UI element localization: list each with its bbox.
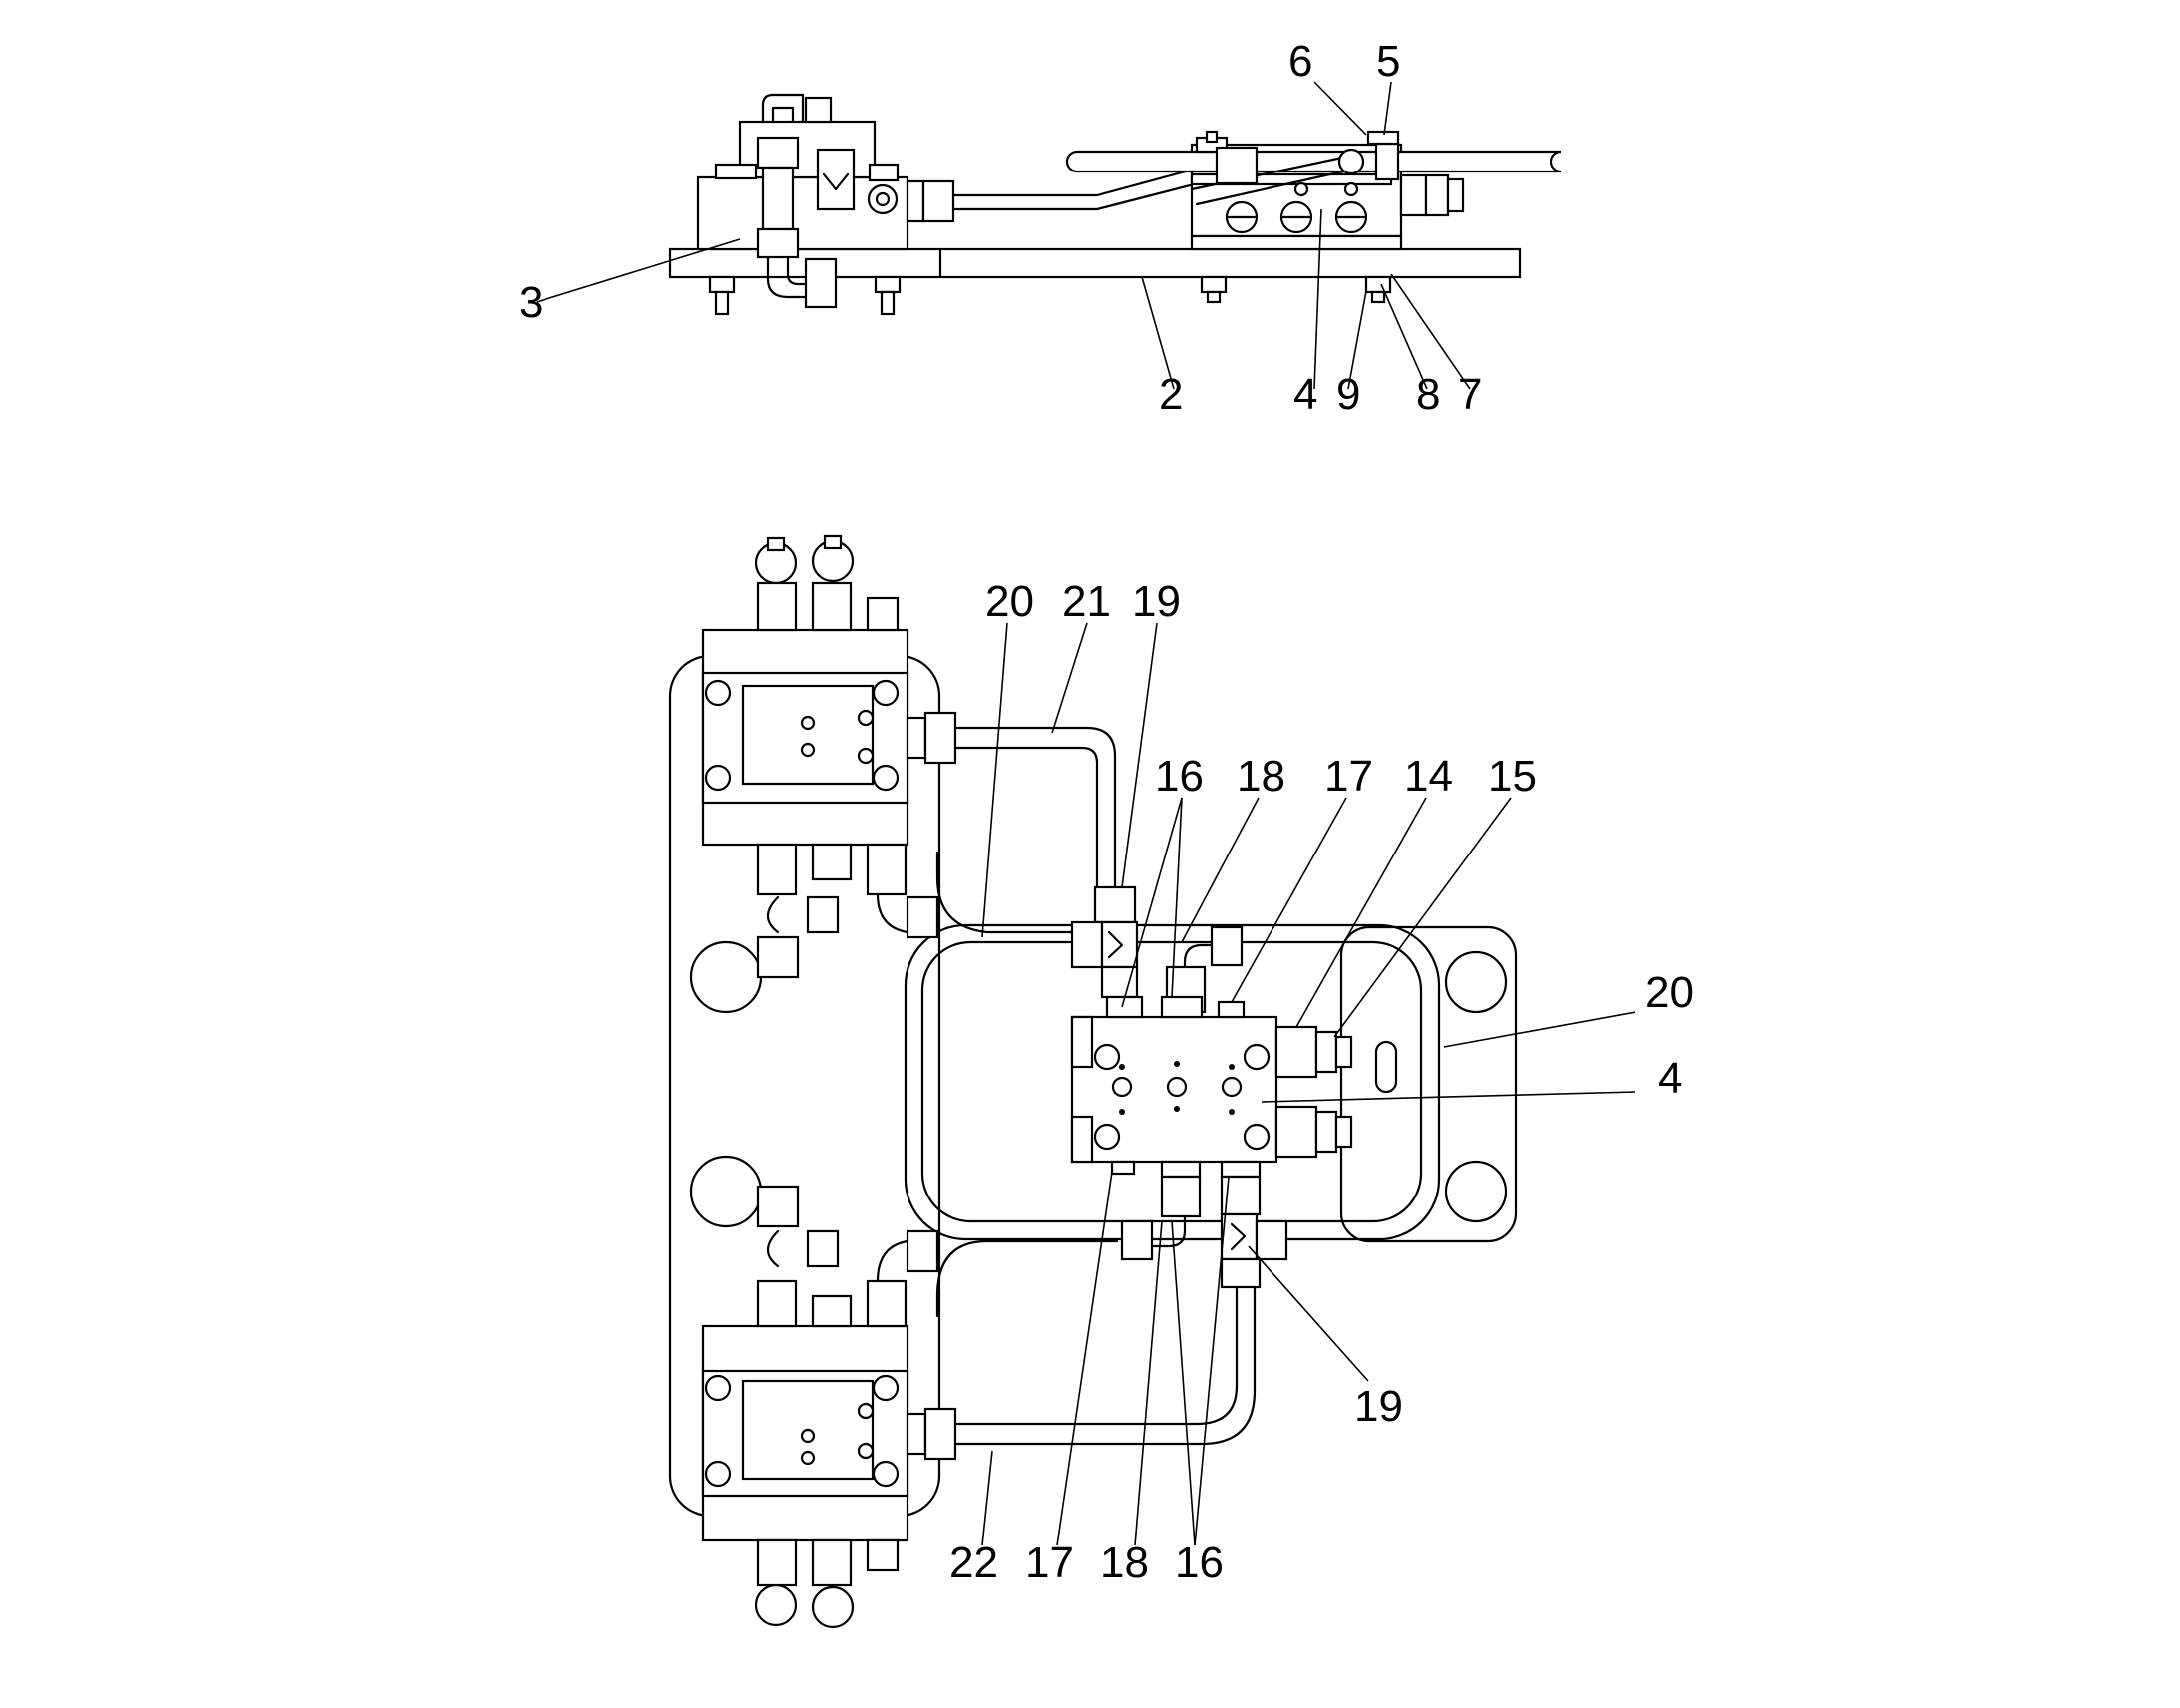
- label-4-top: 4: [1293, 370, 1317, 419]
- label-7: 7: [1458, 370, 1482, 419]
- label-18-lower: 18: [1100, 1538, 1149, 1587]
- label-14: 14: [1404, 752, 1453, 801]
- central-manifold: [1070, 995, 1353, 1179]
- label-22: 22: [949, 1538, 998, 1587]
- label-3: 3: [519, 278, 543, 327]
- side-view: 3 2 4 9 8 7 6 5: [519, 37, 1562, 419]
- plan-view: 20 21 19 16 18 17 14 15 20 4 19 22 17 18…: [668, 534, 1694, 1629]
- label-21: 21: [1062, 577, 1111, 626]
- label-17-lower: 17: [1025, 1538, 1074, 1587]
- label-4-bottom: 4: [1658, 1054, 1682, 1103]
- label-15: 15: [1488, 752, 1537, 801]
- label-17-upper: 17: [1324, 752, 1373, 801]
- label-16-upper: 16: [1155, 752, 1204, 801]
- lower-valve-block: [701, 1185, 957, 1629]
- label-20-right: 20: [1645, 968, 1694, 1017]
- label-16-lower: 16: [1175, 1538, 1224, 1587]
- label-9: 9: [1336, 370, 1360, 419]
- label-5: 5: [1376, 37, 1400, 86]
- label-19-upper: 19: [1132, 577, 1181, 626]
- label-20-left: 20: [985, 577, 1034, 626]
- label-2: 2: [1159, 370, 1183, 419]
- label-6: 6: [1288, 37, 1312, 86]
- label-8: 8: [1416, 370, 1440, 419]
- label-19-lower: 19: [1354, 1382, 1403, 1431]
- label-18-upper: 18: [1237, 752, 1285, 801]
- upper-valve-block: [701, 534, 957, 979]
